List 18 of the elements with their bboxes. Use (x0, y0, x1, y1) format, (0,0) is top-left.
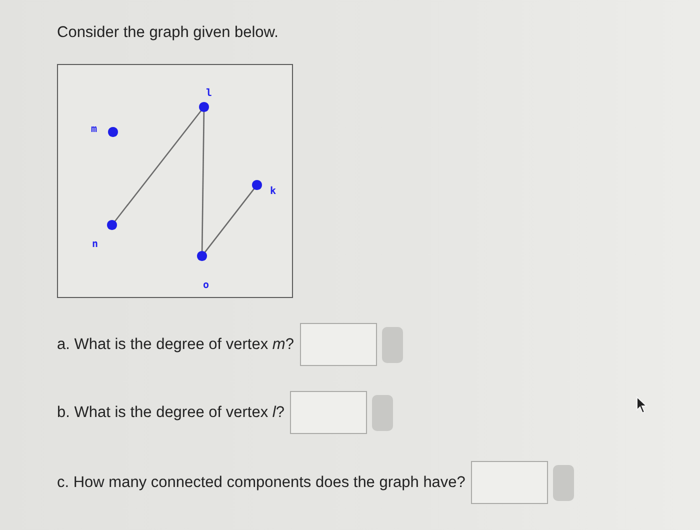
vertex-label: n (92, 240, 98, 250)
vertex-label: l (206, 89, 212, 99)
question-text: a. What is the degree of vertex m? (57, 336, 294, 354)
instruction-text: Consider the graph given below. (57, 24, 278, 42)
graph-edge (201, 112, 205, 252)
vertex-dot (252, 180, 262, 190)
question-text: b. What is the degree of vertex l? (57, 404, 284, 422)
graph-edge (204, 188, 255, 253)
vertex-label: m (90, 125, 98, 135)
question-text: c. How many connected components does the graph have? (57, 474, 466, 492)
vertex-dot (199, 102, 209, 112)
vertex-label: k (270, 187, 276, 197)
graph-frame (57, 64, 293, 298)
vertex-label: o (202, 281, 210, 291)
vertex-dot (107, 220, 117, 230)
vertex-dot (197, 251, 207, 261)
graph-edge (114, 110, 202, 222)
vertex-dot (108, 127, 118, 137)
